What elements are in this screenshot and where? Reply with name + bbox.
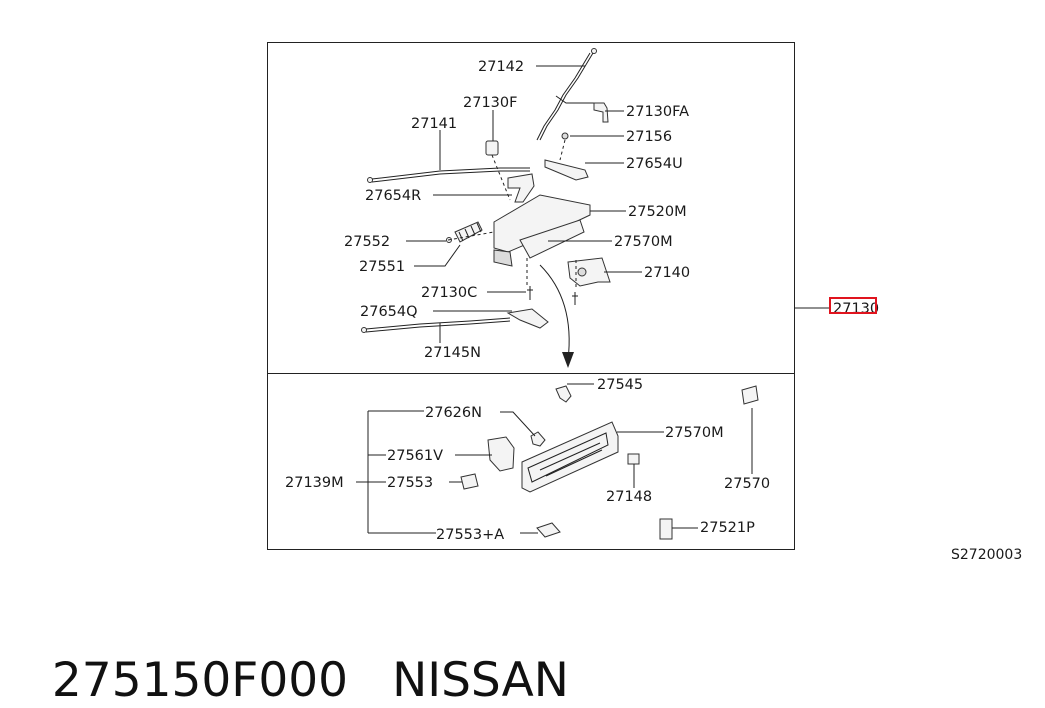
callout-27553-plus-a: 27553+A — [436, 527, 504, 543]
lower-labels: 27545 27626N 27570M 27561V 27570 27139M … — [285, 377, 770, 543]
callout-27156: 27156 — [626, 129, 672, 145]
callout-27551: 27551 — [359, 259, 405, 275]
callout-27654Q: 27654Q — [360, 304, 418, 320]
callout-27130-assembly: 27130 — [833, 301, 879, 317]
highlight-box — [829, 297, 877, 314]
callout-27561V: 27561V — [387, 448, 443, 464]
callout-27520M: 27520M — [628, 204, 687, 220]
callout-27141: 27141 — [411, 116, 457, 132]
part-number: 275150F000 — [51, 653, 349, 708]
callout-27570M-lower: 27570M — [665, 425, 724, 441]
callout-27139M: 27139M — [285, 475, 344, 491]
callout-27570: 27570 — [724, 476, 770, 492]
parts-diagram: 27142 27130F 27130FA 27141 27156 27654U … — [267, 42, 1022, 563]
callout-27545: 27545 — [597, 377, 643, 393]
callout-27654R: 27654R — [365, 188, 421, 204]
callout-27148: 27148 — [606, 489, 652, 505]
lower-leaders — [356, 383, 753, 534]
callout-27654U: 27654U — [626, 156, 683, 172]
callout-27553: 27553 — [387, 475, 433, 491]
callout-27142: 27142 — [478, 59, 524, 75]
callout-27552: 27552 — [344, 234, 390, 250]
upper-parts-drawing — [361, 48, 611, 368]
callout-27626N: 27626N — [425, 405, 482, 421]
upper-leaders — [406, 65, 642, 343]
callout-27130F: 27130F — [463, 95, 517, 111]
callout-27521P: 27521P — [700, 520, 755, 536]
callout-27140: 27140 — [644, 265, 690, 281]
lower-panel-frame — [267, 373, 795, 550]
callout-27145N: 27145N — [424, 345, 481, 361]
upper-labels: 27142 27130F 27130FA 27141 27156 27654U … — [344, 59, 690, 361]
callout-27570M-upper: 27570M — [614, 234, 673, 250]
lower-parts-drawing — [460, 385, 759, 540]
footer-caption: 275150F000 NISSAN — [22, 598, 569, 708]
brand-name: NISSAN — [392, 653, 569, 708]
diagram-svg: 27142 27130F 27130FA 27141 27156 27654U … — [267, 42, 1022, 563]
callout-27130FA: 27130FA — [626, 104, 689, 120]
drawing-code: S2720003 — [951, 547, 1022, 563]
callout-27130C: 27130C — [421, 285, 477, 301]
